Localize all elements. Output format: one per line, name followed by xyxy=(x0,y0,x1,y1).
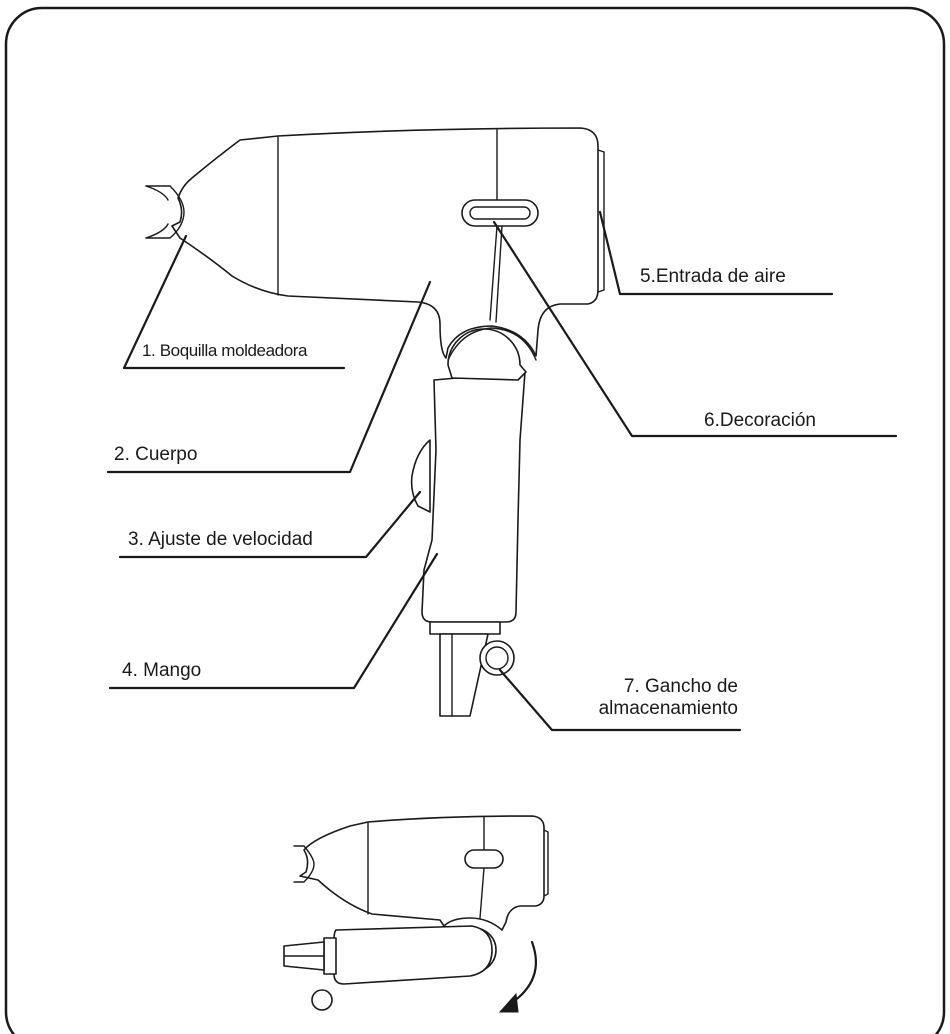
decoration-slot-inner xyxy=(469,206,531,220)
air-inlet-grille xyxy=(597,149,605,293)
hinge-inner-arc xyxy=(447,327,537,361)
label-storage-hook-line2: almacenamiento xyxy=(598,698,738,719)
plug-collar xyxy=(429,621,501,635)
label-decoration: 6.Decoración xyxy=(704,410,816,431)
diagram-frame xyxy=(4,6,946,1034)
body-seam-lower xyxy=(495,225,503,323)
hair-dryer-icon xyxy=(145,127,605,717)
folded-nozzle-mouth xyxy=(293,845,315,883)
storage-hook-ring-inner xyxy=(485,646,509,670)
folded-body-shape xyxy=(299,815,545,931)
leader-line-body xyxy=(106,280,432,474)
nozzle-mouth xyxy=(145,185,185,239)
leader-line-hook xyxy=(498,668,742,732)
leader-line-speed xyxy=(118,490,422,559)
label-air-inlet: 5.Entrada de aire xyxy=(640,266,786,287)
storage-hook-ring xyxy=(479,640,515,676)
label-nozzle: 1. Boquilla moldeadora xyxy=(142,341,308,360)
fold-arrow-curve xyxy=(508,940,537,1006)
label-body: 2. Cuerpo xyxy=(114,444,198,465)
folded-hook-ring xyxy=(311,989,333,1011)
leader-line-air-inlet xyxy=(598,210,834,296)
folded-air-inlet xyxy=(543,829,549,897)
folded-body-seam-2 xyxy=(479,867,485,919)
hinge-shape xyxy=(447,328,527,381)
label-handle: 4. Mango xyxy=(122,660,202,681)
fold-arrow-head xyxy=(498,992,519,1013)
label-storage-hook: 7. Gancho de almacenamiento xyxy=(578,676,738,720)
folded-decoration-slot xyxy=(464,849,504,869)
leader-line-nozzle xyxy=(122,234,346,370)
folded-plug-collar xyxy=(323,937,337,975)
label-speed-adjust: 3. Ajuste de velocidad xyxy=(128,529,313,550)
label-storage-hook-line1: 7. Gancho de xyxy=(623,676,738,697)
body-shape xyxy=(171,127,599,359)
folded-hair-dryer-icon xyxy=(283,815,549,1013)
folded-handle-shape xyxy=(333,925,493,985)
decoration-slot xyxy=(461,199,539,227)
nozzle-lip xyxy=(145,185,169,239)
speed-knob-shape xyxy=(410,439,431,513)
leader-line-decoration xyxy=(492,220,898,438)
plug-body xyxy=(439,633,489,717)
body-seam-bottom xyxy=(489,225,498,321)
handle-shape xyxy=(421,371,526,623)
leader-line-handle xyxy=(108,552,439,690)
